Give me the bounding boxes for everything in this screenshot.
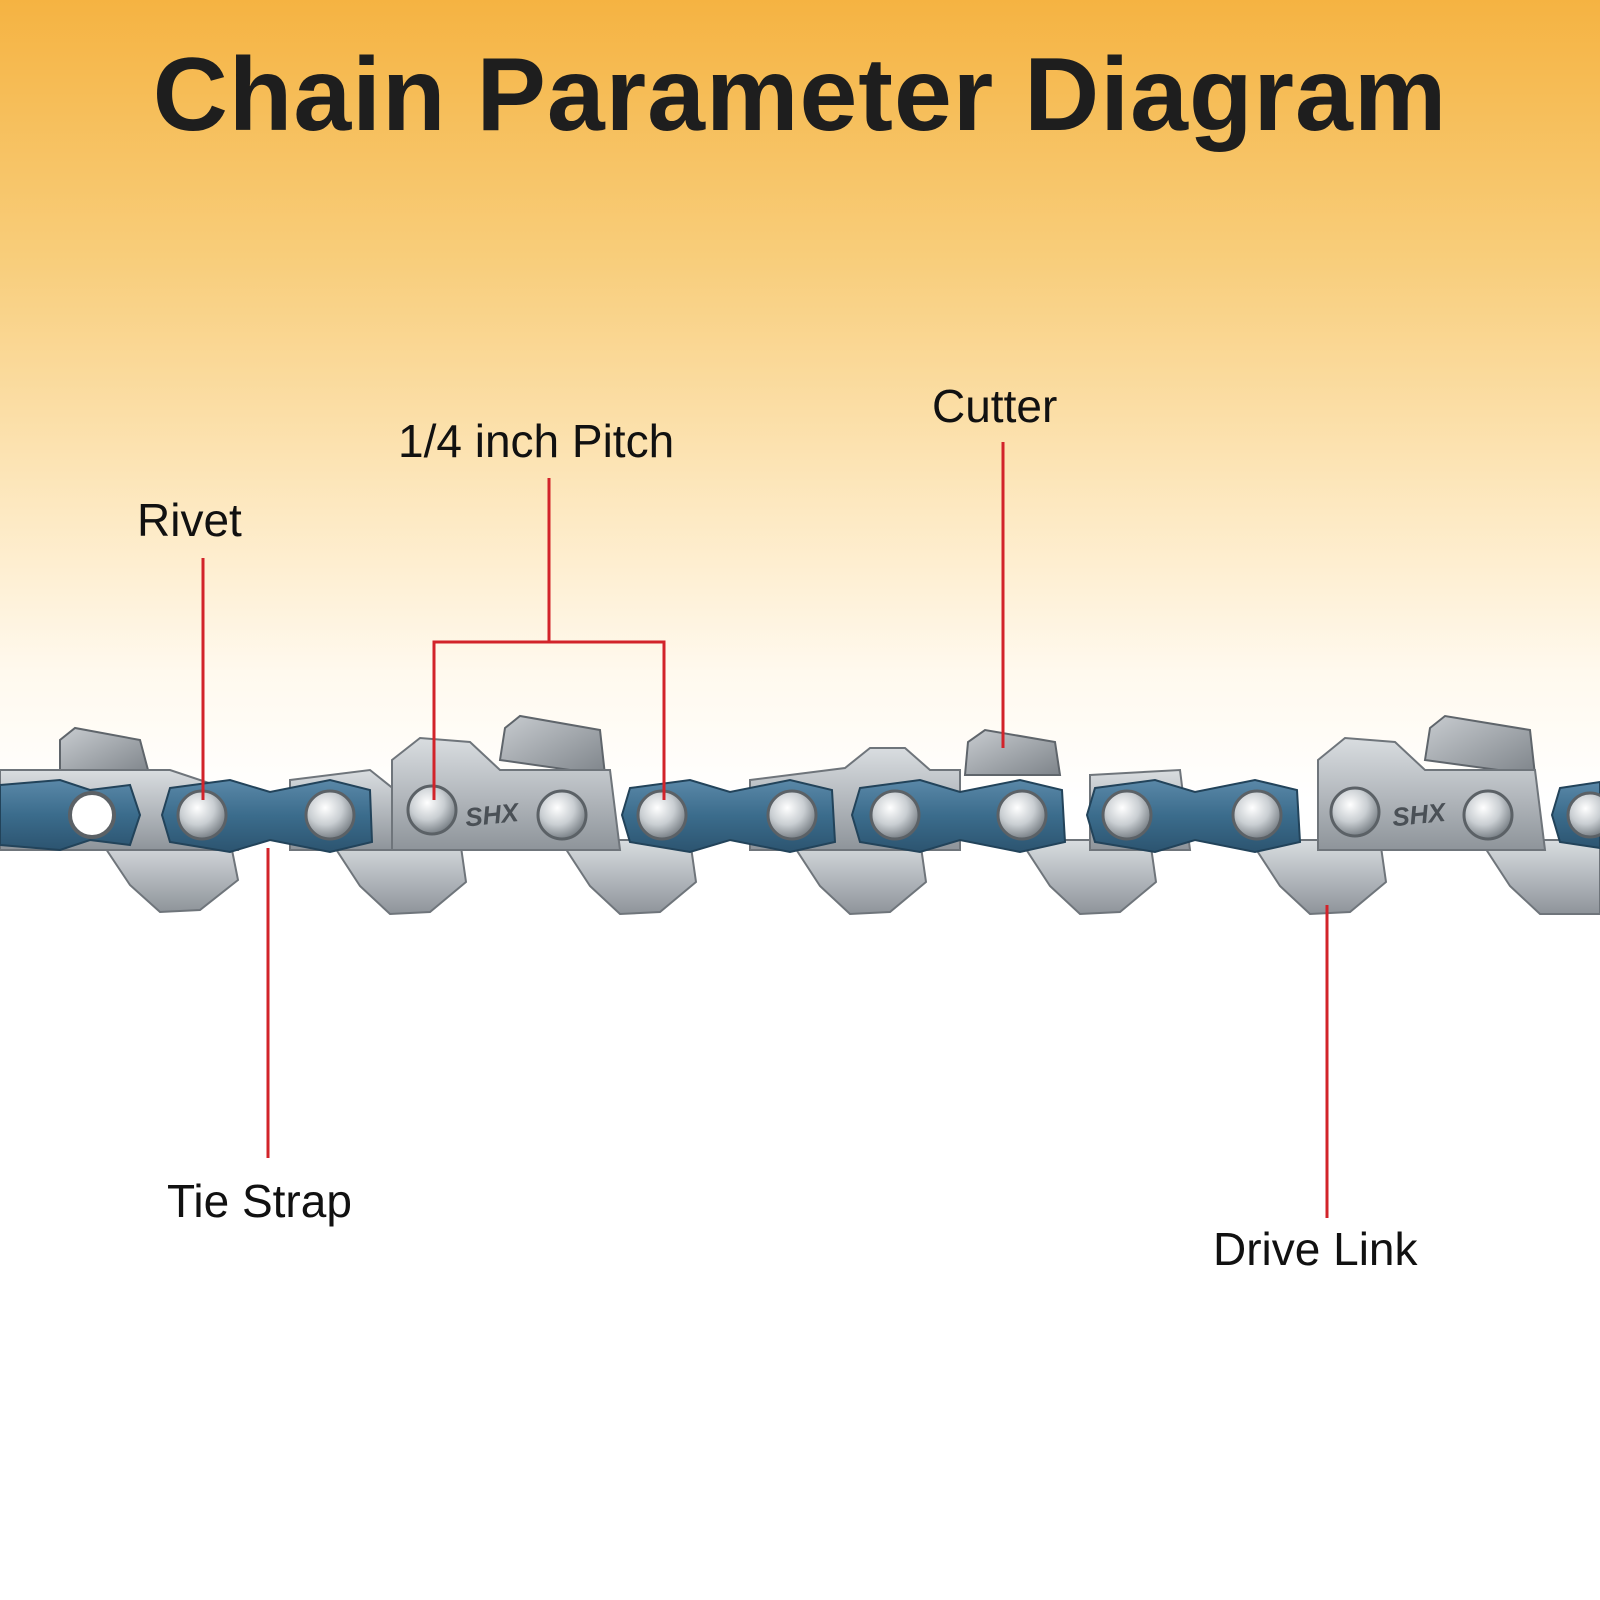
rivet bbox=[304, 789, 356, 841]
rivet bbox=[68, 791, 116, 839]
cutter bbox=[59, 726, 150, 777]
tie-strap-label: Tie Strap bbox=[167, 1175, 352, 1227]
cutter bbox=[963, 728, 1062, 776]
diagram-title: Chain Parameter Diagram bbox=[152, 37, 1448, 153]
rivet bbox=[1566, 791, 1600, 839]
drive-link bbox=[328, 839, 468, 916]
cutter bbox=[1423, 714, 1537, 777]
drive-link bbox=[1248, 839, 1388, 916]
rivet bbox=[406, 784, 458, 836]
drive-links bbox=[98, 839, 1600, 916]
leader-lines bbox=[201, 442, 1329, 1218]
cutter-label: Cutter bbox=[932, 380, 1058, 432]
rivet-label: Rivet bbox=[137, 494, 242, 546]
rivet bbox=[766, 789, 818, 841]
rivet bbox=[536, 789, 588, 841]
cutter bbox=[498, 714, 607, 777]
drive-link bbox=[1018, 839, 1158, 916]
rivet bbox=[636, 789, 688, 841]
drive-link bbox=[558, 839, 698, 916]
chain-stamp: SHX bbox=[464, 797, 522, 833]
drive-link bbox=[788, 839, 928, 916]
rivet bbox=[1462, 789, 1514, 841]
rivet bbox=[996, 789, 1048, 841]
rivet bbox=[869, 789, 921, 841]
rivet bbox=[1101, 789, 1153, 841]
drive-link bbox=[1478, 839, 1600, 915]
cutters bbox=[59, 714, 1537, 777]
rivets bbox=[68, 784, 1600, 841]
drive-link-label: Drive Link bbox=[1213, 1223, 1418, 1275]
pitch-label: 1/4 inch Pitch bbox=[398, 415, 675, 467]
rivet bbox=[1231, 789, 1283, 841]
chain-stamps: SHX SHX bbox=[464, 797, 1449, 833]
chain-stamp: SHX bbox=[1391, 797, 1449, 833]
rivet bbox=[1329, 786, 1381, 838]
